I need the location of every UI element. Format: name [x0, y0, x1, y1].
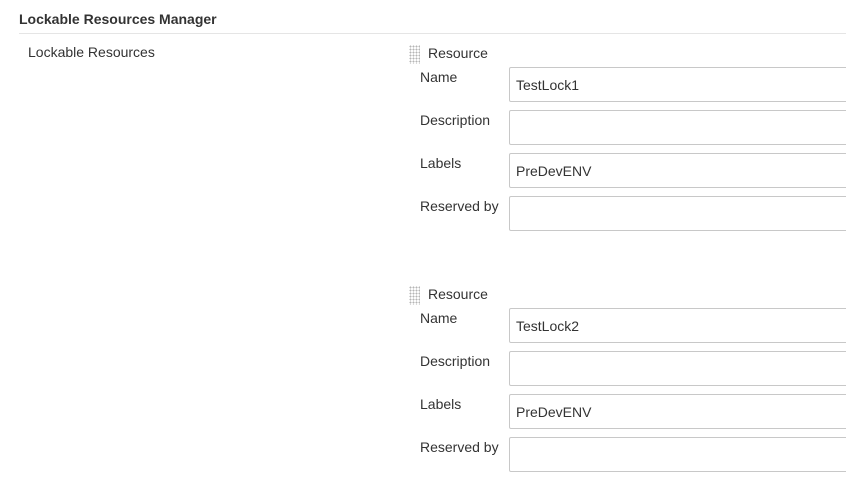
labels-label: Labels: [420, 155, 462, 171]
description-label: Description: [420, 112, 491, 128]
name-label: Name: [420, 310, 458, 326]
labels-label: Labels: [420, 396, 462, 412]
resource-block-header: Resource: [428, 45, 488, 61]
drag-handle-icon[interactable]: [409, 286, 420, 305]
lockable-resources-setting-label: Lockable Resources: [28, 44, 155, 60]
resource-block: Resource Name Description Labels Reserve…: [409, 285, 846, 475]
reserved-by-input[interactable]: [509, 196, 846, 231]
section-title: Lockable Resources Manager: [19, 11, 217, 27]
resource-block-header: Resource: [428, 286, 488, 302]
name-input[interactable]: [509, 308, 846, 343]
resource-block: Resource Name Description Labels Reserve…: [409, 44, 846, 234]
reserved-by-label: Reserved by: [420, 198, 499, 214]
description-input[interactable]: [509, 110, 846, 145]
name-label: Name: [420, 69, 458, 85]
name-input[interactable]: [509, 67, 846, 102]
section-divider: [19, 33, 846, 34]
description-input[interactable]: [509, 351, 846, 386]
reserved-by-label: Reserved by: [420, 439, 499, 455]
labels-input[interactable]: [509, 394, 846, 429]
reserved-by-input[interactable]: [509, 437, 846, 472]
description-label: Description: [420, 353, 491, 369]
drag-handle-icon[interactable]: [409, 45, 420, 64]
labels-input[interactable]: [509, 153, 846, 188]
